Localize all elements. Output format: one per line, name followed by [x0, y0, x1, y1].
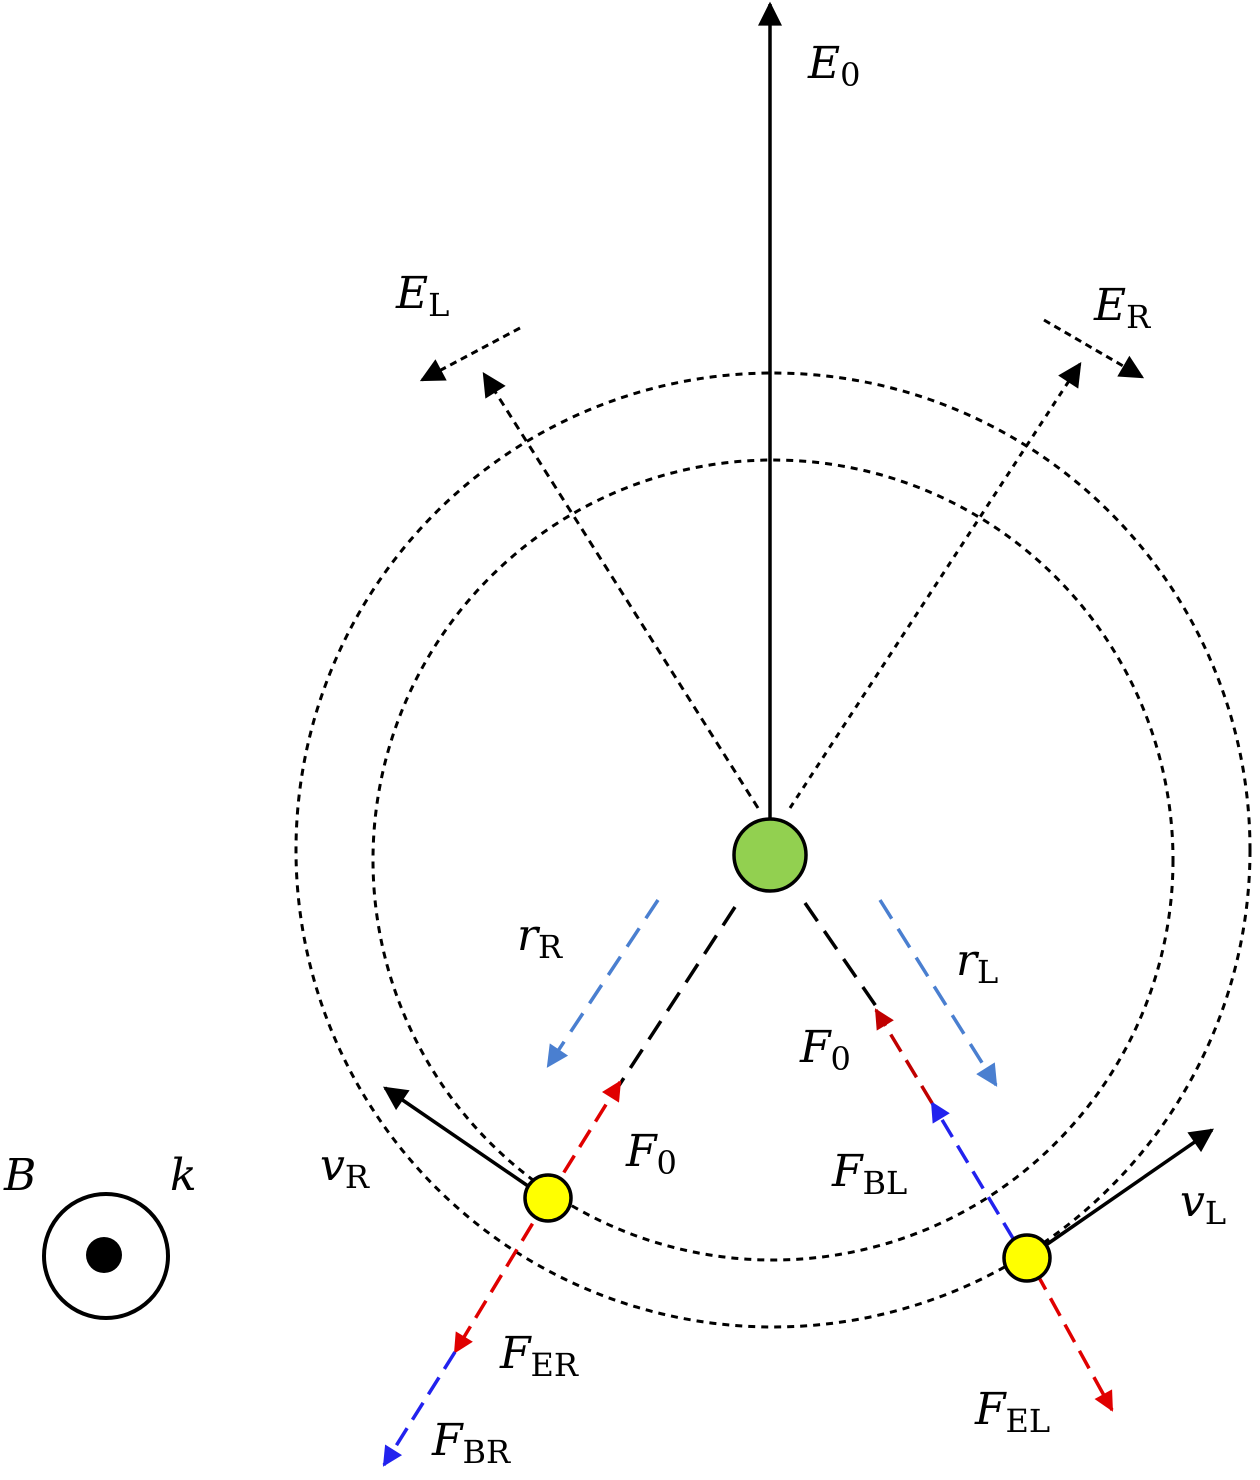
label-fel: FEL	[974, 1384, 1050, 1440]
vl-arrow	[1045, 1128, 1214, 1247]
outer-orbit	[294, 371, 1252, 1329]
label-rr: rR	[517, 910, 563, 966]
rl-arrow	[878, 899, 998, 1087]
inner-orbit	[371, 458, 1175, 1262]
label-f0-right: F0	[799, 1022, 851, 1078]
fbr-arrow	[382, 1351, 457, 1467]
radial-line-right-charge	[616, 906, 737, 1088]
right-field-line	[788, 361, 1082, 809]
label-fbr: FBR	[431, 1415, 511, 1471]
label-er: ER	[1093, 280, 1151, 336]
label-b: B	[3, 1150, 36, 1201]
label-rl: rL	[956, 935, 998, 991]
label-vr: vR	[320, 1140, 370, 1196]
fbl-arrow	[930, 1101, 1016, 1241]
label-fbl: FBL	[831, 1146, 907, 1202]
label-fer: FER	[499, 1328, 579, 1384]
label-f0-left: F0	[625, 1126, 677, 1182]
f0-arrow-right	[874, 1008, 934, 1104]
rr-arrow	[546, 899, 660, 1068]
el-arrow	[419, 326, 521, 382]
charge-right-label-r	[523, 1173, 573, 1223]
charge-left-label-l	[1002, 1233, 1052, 1283]
f0-arrow-left	[546, 1080, 622, 1199]
radial-line-left-charge	[803, 902, 882, 1013]
er-arrow	[1043, 318, 1145, 379]
out-of-page-dot	[86, 1237, 122, 1273]
out-of-page-icon	[42, 1192, 170, 1320]
left-field-line	[482, 371, 760, 809]
fel-arrow	[1034, 1271, 1114, 1412]
label-k: k	[170, 1150, 197, 1201]
center-charge	[732, 817, 808, 893]
label-e0: E0	[807, 38, 860, 94]
vr-arrow	[383, 1086, 529, 1188]
label-vl: vL	[1180, 1176, 1226, 1232]
label-el: EL	[395, 268, 449, 324]
